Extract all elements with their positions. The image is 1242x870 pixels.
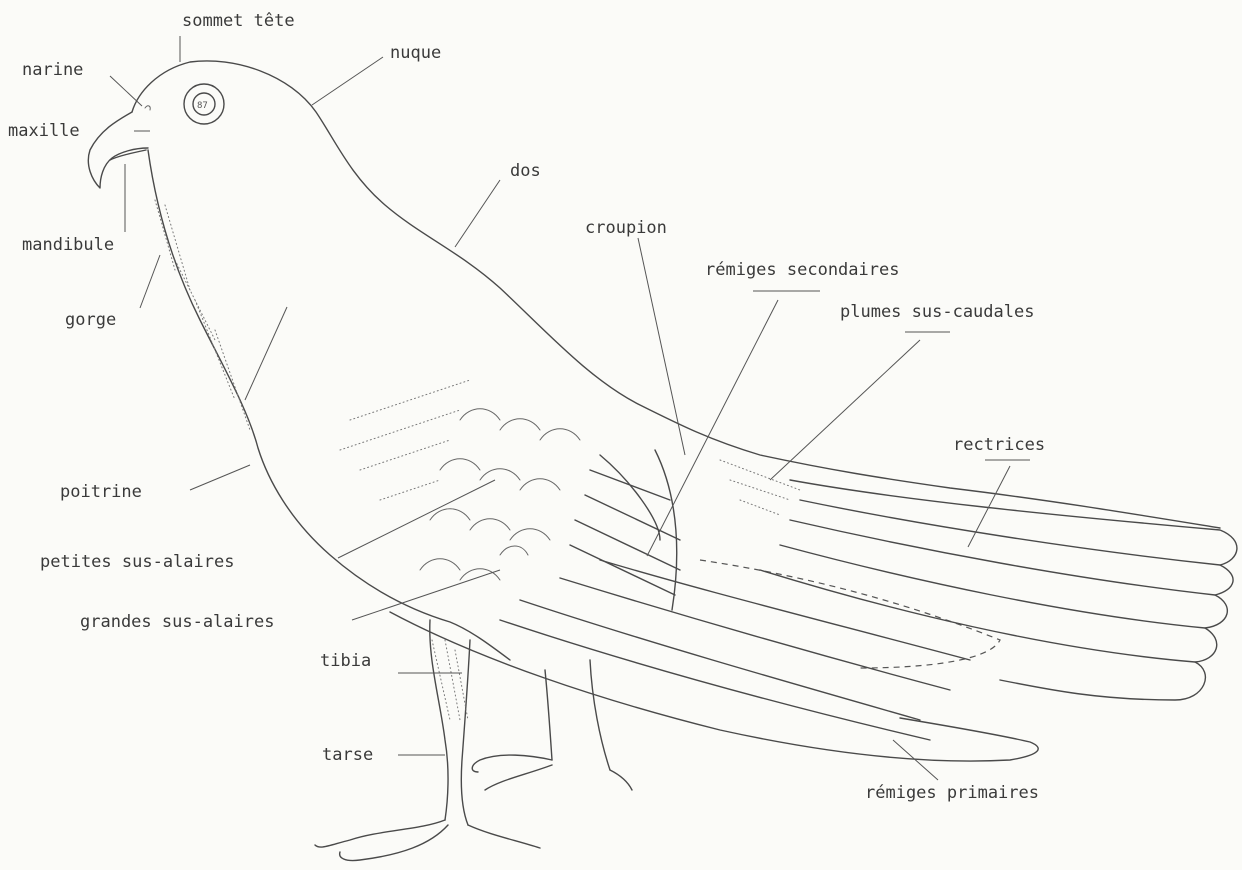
label-remiges-secondaires: rémiges secondaires (705, 260, 899, 280)
tail-feathers (760, 480, 1237, 700)
leader-remiges-secondaires (647, 300, 778, 556)
label-gorge: gorge (65, 310, 116, 330)
throat-stipple (155, 200, 250, 430)
wing-hidden-edge (700, 560, 1000, 668)
label-poitrine: poitrine (60, 482, 142, 502)
label-mandibule: mandibule (22, 235, 114, 255)
label-nuque: nuque (390, 43, 441, 63)
label-narine: narine (22, 60, 83, 80)
leader-plumes-sus-caudales (770, 340, 920, 480)
wing-lower-outline (390, 612, 1038, 761)
leader-petites-sus-alaires (338, 480, 495, 558)
leader-poitrine-upper (245, 307, 287, 400)
label-tibia: tibia (320, 651, 371, 671)
label-maxille: maxille (8, 121, 80, 141)
label-petites-sus-alaires: petites sus-alaires (40, 552, 234, 572)
covert-scallops (420, 409, 580, 580)
back-stipple (340, 380, 800, 515)
primary-feathers (500, 560, 970, 740)
head-back-outline (132, 61, 1220, 528)
label-grandes-sus-alaires: grandes sus-alaires (80, 612, 274, 632)
nostril-mark (145, 106, 150, 110)
leader-gorge (140, 255, 160, 308)
leader-dos (455, 180, 500, 247)
leader-grandes-sus-alaires (352, 570, 500, 620)
label-rectrices: rectrices (953, 435, 1045, 455)
bird-drawing: 87 (88, 61, 1237, 861)
legs (430, 620, 610, 825)
label-croupion: croupion (585, 218, 667, 238)
label-plumes-sus-caudales: plumes sus-caudales (840, 302, 1034, 322)
leader-lines (110, 36, 1030, 780)
leader-narine (110, 76, 142, 106)
label-dos: dos (510, 161, 541, 181)
labels: sommet tête nuque narine maxille mandibu… (8, 11, 1045, 803)
label-remiges-primaires: rémiges primaires (865, 783, 1039, 803)
leader-nuque (312, 57, 383, 105)
leader-poitrine (190, 465, 250, 490)
leader-croupion (638, 238, 685, 455)
label-sommet-tete: sommet tête (182, 11, 295, 31)
label-tarse: tarse (322, 745, 373, 765)
feet (315, 755, 632, 860)
beak-upper (88, 112, 148, 188)
front-outline (148, 150, 510, 660)
eye-ring-text: 87 (197, 101, 208, 111)
